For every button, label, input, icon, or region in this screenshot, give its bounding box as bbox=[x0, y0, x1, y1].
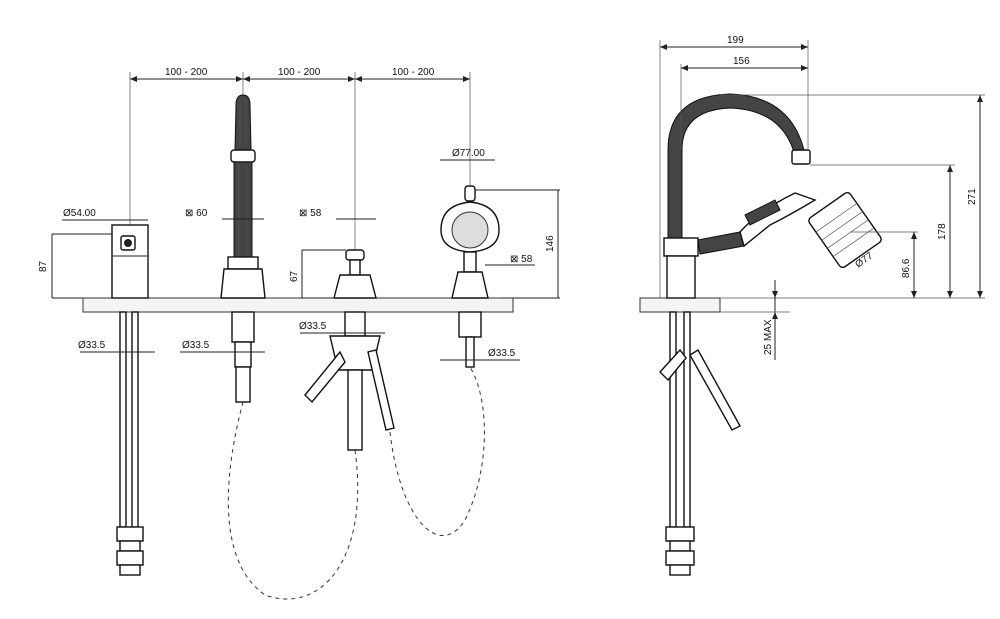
side-view: Ø77 199 156 bbox=[639, 35, 985, 576]
spout-front: ⊠ 60 Ø33.5 bbox=[180, 94, 266, 403]
deck-plate bbox=[82, 297, 514, 313]
diverter-valve: ⊠ 58 67 Ø33.5 bbox=[289, 208, 395, 451]
side-shower-head bbox=[808, 191, 882, 269]
valve-height-label: 67 bbox=[289, 270, 300, 282]
hand-shower: Ø77.00 146 ⊠ 58 Ø33.5 bbox=[440, 148, 560, 368]
spacing-1-label: 100 - 200 bbox=[165, 67, 208, 78]
spacing-3-label: 100 - 200 bbox=[392, 67, 435, 78]
shower-diameter-label: Ø77.00 bbox=[452, 148, 485, 159]
hose-path-1 bbox=[227, 401, 359, 600]
shower-height-side-label: 86.6 bbox=[901, 258, 912, 278]
spacing-2-label: 100 - 200 bbox=[278, 67, 321, 78]
valve-size-label: ⊠ 58 bbox=[299, 208, 322, 219]
spout-height-label: 178 bbox=[937, 223, 948, 240]
spout-reach-total-label: 199 bbox=[727, 35, 744, 46]
mixer-handle: 87 Ø54.00 Ø33.5 bbox=[38, 208, 155, 576]
hose-path-2 bbox=[389, 366, 485, 536]
front-view: 100 - 200 100 - 200 100 - 200 87 Ø54.00 … bbox=[38, 67, 560, 600]
spacing-dimensions: 100 - 200 100 - 200 100 - 200 bbox=[129, 67, 471, 250]
side-dimensions: 199 156 271 178 86.6 25 MAX bbox=[659, 35, 985, 360]
shower-holder-size-label: ⊠ 58 bbox=[510, 254, 533, 265]
spout-size-label: ⊠ 60 bbox=[185, 208, 208, 219]
shower-height-label: 146 bbox=[545, 235, 556, 252]
hole-2-label: Ø33.5 bbox=[182, 340, 210, 351]
handle-diameter-label: Ø54.00 bbox=[63, 208, 96, 219]
side-deck-plate bbox=[639, 297, 721, 313]
hole-3-label: Ø33.5 bbox=[299, 321, 327, 332]
hole-1-label: Ø33.5 bbox=[78, 340, 106, 351]
hole-4-label: Ø33.5 bbox=[488, 348, 516, 359]
total-height-label: 271 bbox=[967, 188, 978, 205]
handle-height-label: 87 bbox=[38, 260, 49, 272]
spout-reach-label: 156 bbox=[733, 56, 750, 67]
deck-max-label: 25 MAX bbox=[763, 319, 774, 355]
